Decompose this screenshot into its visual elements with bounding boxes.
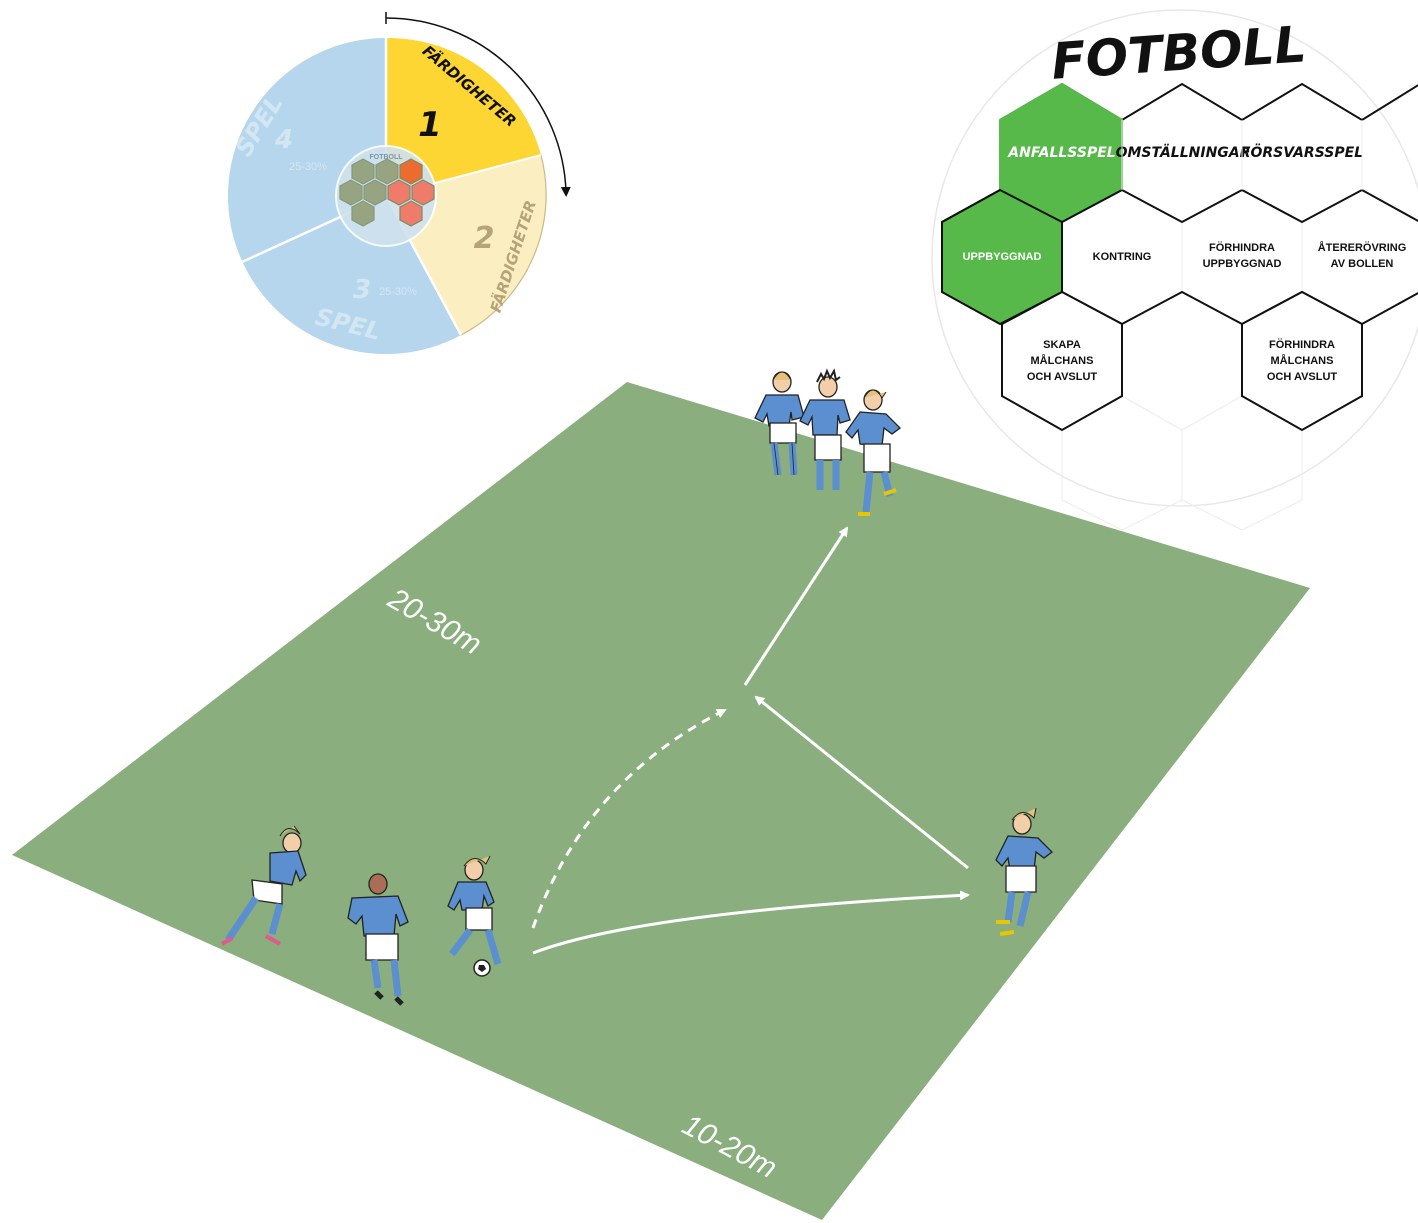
wheel-center-label: FOTBOLL [369, 154, 403, 161]
player [754, 371, 805, 476]
wheel-sector-1-number: 1 [418, 105, 442, 145]
wheel-sector-2-number: 2 [474, 221, 495, 256]
category-anfallsspel: ANFALLSSPEL [1007, 145, 1115, 161]
pass-arrow-return [754, 695, 969, 870]
run-arrow-dashed [531, 708, 727, 929]
hex-forhindra-malchans[interactable] [1241, 290, 1363, 432]
category-omstallningar: OMSTÄLLNINGAR [1116, 144, 1251, 161]
cell-uppbyggnad: UPPBYGGNAD [963, 251, 1042, 263]
player-group-bottom-left [220, 825, 502, 1006]
wheel-sector-3-percent: 25-30% [379, 286, 417, 298]
cell-skapa-1: SKAPA [1043, 339, 1081, 351]
player [845, 389, 901, 516]
hexmap: FOTBOLL ANFALLSSPEL OMSTÄLLNINGAR FÖRSVA… [931, 9, 1418, 531]
cell-ateroring-2: AV BOLLEN [1331, 258, 1394, 270]
cell-kontring: KONTRING [1093, 251, 1152, 263]
player-group-top [754, 368, 901, 516]
wheel-center-hexes [339, 158, 435, 227]
cell-ateroring-1: ÅTERERÖVRING [1318, 241, 1407, 254]
wheel-sector-1 [386, 37, 541, 196]
wheel-sector-3-number: 3 [353, 275, 371, 305]
player [220, 825, 307, 946]
cell-forhindra-uppbyggnad-1: FÖRHINDRA [1209, 241, 1275, 254]
cell-skapa-3: OCH AVSLUT [1027, 371, 1098, 383]
pass-arrow-forward [743, 526, 849, 686]
cell-forhindra-malchans-2: MÅLCHANS [1271, 354, 1334, 367]
pitch: 20-30m 10-20m [12, 382, 1310, 1220]
player [447, 855, 502, 977]
category-forsvarsspel: FÖRSVARSSPEL [1241, 143, 1363, 161]
wheel-sector-4-percent: 25-30% [289, 161, 327, 173]
cell-forhindra-malchans-3: OCH AVSLUT [1267, 371, 1338, 383]
player-right [995, 807, 1053, 936]
cell-forhindra-uppbyggnad-2: UPPBYGGNAD [1203, 258, 1282, 270]
training-wheel: FOTBOLL FÄRDIGHETER 1 FÄRDIGHETER 2 SPEL… [228, 12, 571, 354]
hex-skapa-malchans[interactable] [1001, 290, 1123, 432]
pass-arrow-long [532, 890, 970, 955]
pitch-surface [12, 382, 1310, 1220]
cell-skapa-2: MÅLCHANS [1031, 354, 1094, 367]
wheel-sector-4-number: 4 [274, 125, 293, 155]
cell-forhindra-malchans-1: FÖRHINDRA [1269, 338, 1335, 351]
player [799, 368, 851, 490]
rotation-arrow [385, 17, 571, 197]
player [347, 873, 409, 1006]
